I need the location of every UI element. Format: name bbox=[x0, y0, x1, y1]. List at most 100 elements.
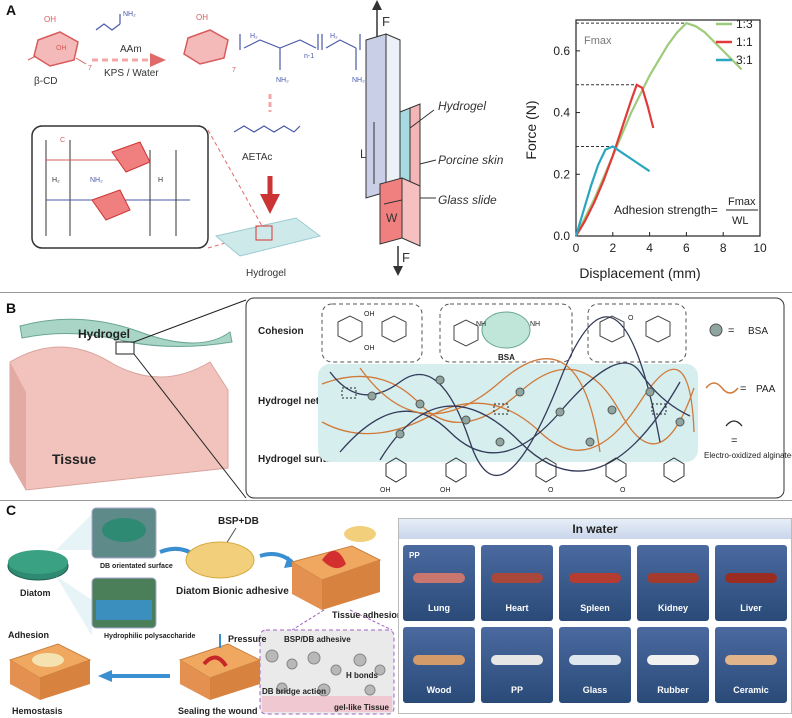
legend-bsa-swatch bbox=[709, 323, 723, 337]
hemostasis-label: Hemostasis bbox=[12, 706, 63, 716]
seven-sub-2: 7 bbox=[232, 67, 236, 74]
y-tick-label: 0.2 bbox=[553, 167, 570, 181]
hydrogel-film-label: Hydrogel bbox=[78, 327, 130, 341]
aetac-label: AETAc bbox=[242, 152, 272, 163]
kps-label: KPS / Water bbox=[104, 68, 159, 79]
mechanism-particles bbox=[265, 649, 386, 697]
bsa-nodes bbox=[367, 375, 685, 447]
network-label: Hydrogel network bbox=[258, 396, 343, 407]
panel-b-diagram: Tissue Hydrogel Cohesion Hydrogel networ… bbox=[9, 297, 792, 499]
detail-leader-2 bbox=[349, 609, 393, 631]
water-sample bbox=[647, 655, 699, 665]
diatom-label: Diatom bbox=[20, 588, 51, 598]
water-tile-label: Liver bbox=[740, 603, 762, 613]
series-line-2 bbox=[574, 145, 651, 237]
hydrophilic-label-1: Hydrophilic polysaccharide bbox=[104, 633, 196, 640]
water-tile-label: Spleen bbox=[580, 603, 610, 613]
n1-label: n-1 bbox=[304, 53, 314, 60]
hydrogel-film bbox=[19, 318, 233, 348]
plot-frame bbox=[575, 19, 761, 237]
water-sample bbox=[413, 573, 465, 583]
bsp-db-leader bbox=[225, 527, 237, 545]
divider-b-c bbox=[0, 500, 792, 501]
water-tile: Heart bbox=[481, 545, 553, 621]
y-tick-label: 0.4 bbox=[553, 106, 570, 120]
water-tile-label: Lung bbox=[428, 603, 450, 613]
x-tick-label: 8 bbox=[720, 241, 727, 255]
water-sample bbox=[647, 573, 699, 583]
water-tile-label: PP bbox=[510, 685, 523, 695]
surface-label: Hydrogel surface bbox=[258, 454, 340, 465]
y-tick-label: 0.0 bbox=[553, 229, 570, 243]
legend-paa-swatch bbox=[705, 382, 739, 394]
inset-structure-box bbox=[31, 125, 209, 249]
cohesion-label: Cohesion bbox=[258, 326, 304, 337]
product-chain bbox=[239, 34, 361, 70]
water-tile-label: Rubber bbox=[657, 685, 689, 695]
oh-label-b: OH bbox=[364, 345, 375, 352]
water-sample bbox=[413, 655, 465, 665]
water-tile-label: Heart bbox=[505, 603, 529, 613]
water-tile: PP bbox=[481, 627, 553, 703]
db-surface-disc bbox=[102, 518, 146, 542]
water-sample bbox=[569, 573, 621, 583]
bsp-adhesive-label: BSP/DB adhesive bbox=[284, 635, 351, 644]
diatom-zoom-beam-2 bbox=[56, 576, 92, 636]
tissue-block-left bbox=[292, 562, 322, 610]
reaction-arrowhead bbox=[150, 53, 166, 67]
wound-mark bbox=[322, 550, 346, 569]
layer-hydrogel-label: Hydrogel bbox=[438, 99, 486, 113]
y-tick-label: 0.6 bbox=[553, 44, 570, 58]
diatom-disc-top bbox=[8, 550, 68, 574]
hemostasis-block-right bbox=[40, 660, 90, 700]
legend-alg-label: Electro-oxidized alginate-dopa bbox=[704, 451, 792, 460]
sealing-block-right bbox=[210, 660, 260, 700]
product-beta-cd bbox=[183, 29, 229, 65]
water-sample bbox=[491, 573, 543, 583]
legend-paa-eq: = bbox=[740, 383, 746, 395]
force-arrowhead-top bbox=[372, 0, 382, 10]
tissue-side bbox=[10, 362, 26, 490]
bcd-label: β-CD bbox=[34, 76, 58, 87]
water-tile: Spleen bbox=[559, 545, 631, 621]
panel-c-process: Diatom DB orientated surface Hydrophilic… bbox=[7, 507, 400, 716]
nh-label-2: NH bbox=[530, 321, 540, 328]
fmax-annotation: Fmax bbox=[584, 35, 612, 47]
inset-cd-1 bbox=[111, 141, 151, 173]
tissue-block-right bbox=[322, 560, 380, 610]
dim-w-line bbox=[383, 199, 403, 205]
bsa-center-label: BSA bbox=[498, 353, 515, 362]
zoom-line-1 bbox=[207, 129, 263, 227]
x-tick-label: 10 bbox=[753, 241, 767, 255]
inset-cd-2 bbox=[91, 189, 131, 221]
db-surface-label: DB orientated surface bbox=[100, 563, 173, 570]
tissue-block bbox=[9, 346, 229, 491]
panel-b-label: B bbox=[6, 300, 17, 316]
aam-nh2: NH₂ bbox=[123, 11, 136, 18]
panel-c-label: C bbox=[6, 502, 17, 518]
aam-molecule bbox=[95, 14, 121, 31]
panel-a-diagram: OH OH 7 β-CD AAm NH₂ KPS / Water OH 7 n-… bbox=[27, 0, 504, 279]
gel-tissue-label: gel-like Tissue bbox=[334, 703, 390, 712]
water-tile: Ceramic bbox=[715, 627, 787, 703]
seven-sub-1: 7 bbox=[88, 65, 92, 72]
hydrogel-block-label: Hydrogel bbox=[246, 268, 286, 279]
leader-skin bbox=[419, 159, 437, 165]
inset-nh2: NH₂ bbox=[90, 177, 103, 184]
network-region bbox=[318, 364, 698, 462]
down-arrowhead bbox=[260, 194, 280, 214]
panel-a-label: A bbox=[6, 2, 17, 18]
glass-slide-top-side bbox=[385, 33, 401, 199]
h2-label-1: H₂ bbox=[250, 33, 258, 40]
oh-label-2: OH bbox=[56, 45, 67, 52]
legend-label: 3:1 bbox=[736, 53, 753, 67]
x-tick-label: 6 bbox=[683, 241, 690, 255]
surface-o-2: O bbox=[620, 487, 626, 494]
water-tile: Glass bbox=[559, 627, 631, 703]
in-water-title: In water bbox=[399, 519, 791, 539]
o-label-a: O bbox=[628, 315, 634, 322]
water-sample bbox=[725, 573, 777, 583]
formula-numerator: Fmax bbox=[728, 196, 756, 208]
